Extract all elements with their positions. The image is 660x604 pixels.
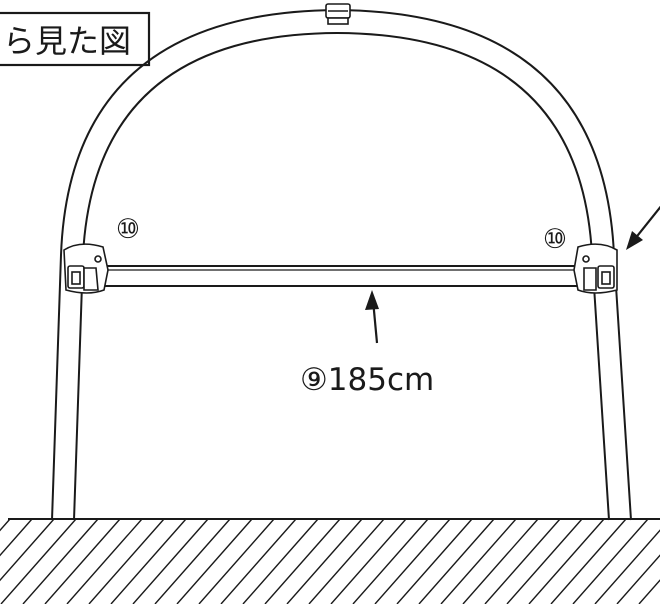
crossbar: [103, 265, 583, 287]
clamp-leader-shaft: [633, 205, 660, 241]
crossbar-leader-head: [365, 290, 379, 310]
hatch-line: [462, 518, 539, 604]
hatch-line: [308, 518, 385, 604]
clamp-right-bolt: [582, 255, 590, 263]
clamp-left-tab: [71, 271, 81, 285]
hatch-line: [242, 518, 319, 604]
clamp-leader-head: [626, 231, 643, 250]
hatch-line: [176, 518, 253, 604]
hatch-line: [396, 518, 473, 604]
hatch-line: [198, 518, 275, 604]
hatch-line: [110, 518, 187, 604]
hatch-line: [352, 518, 429, 604]
hatch-line: [220, 518, 297, 604]
hatch-line: [44, 518, 121, 604]
crossbar-leader-arrow: [365, 290, 379, 344]
title-box: ら見た図: [0, 11, 151, 67]
hatch-line: [440, 518, 517, 604]
hatch-line: [0, 518, 55, 582]
hatch-line: [638, 579, 660, 604]
hatch-line: [132, 518, 209, 604]
clamp-right-tab: [601, 271, 611, 285]
hatch-line: [506, 518, 583, 604]
crossbar-tube: [103, 265, 583, 287]
clamp-left: [63, 243, 109, 294]
clamp-right: [573, 243, 618, 294]
ground-hatching: [0, 518, 660, 604]
hatch-line: [374, 518, 451, 604]
hatch-line: [418, 518, 495, 604]
top-joint-lower: [327, 17, 349, 25]
part-9-dimension-label: ⑨185cm: [300, 362, 434, 398]
clamp-left-bolt: [94, 255, 102, 263]
title-box-frame: [0, 11, 151, 67]
hatch-line: [0, 518, 33, 557]
hatch-line: [572, 518, 649, 604]
hatch-line: [330, 518, 407, 604]
hatch-line: [616, 554, 660, 604]
hatch-line: [264, 518, 341, 604]
part-10-label-left: ⑩: [116, 214, 140, 245]
ground: [0, 518, 660, 604]
clamp-right-lower: [583, 267, 597, 291]
hatch-line: [0, 518, 77, 604]
hatch-line: [484, 518, 561, 604]
hatch-line: [594, 529, 660, 604]
arch-inner-line: [73, 31, 610, 521]
hatch-line: [528, 518, 605, 604]
hatch-line: [88, 518, 165, 604]
clamp-leader-arrow: [626, 205, 660, 250]
hatch-line: [550, 518, 627, 604]
clamp-left-lower: [83, 267, 99, 291]
hatch-line: [0, 518, 11, 532]
hatch-line: [286, 518, 363, 604]
title-box-text: ら見た図: [3, 22, 131, 60]
top-joint: [325, 3, 351, 25]
hatch-line: [154, 518, 231, 604]
hatch-line: [66, 518, 143, 604]
part-10-label-right: ⑩: [543, 224, 567, 255]
hatch-line: [22, 518, 99, 604]
